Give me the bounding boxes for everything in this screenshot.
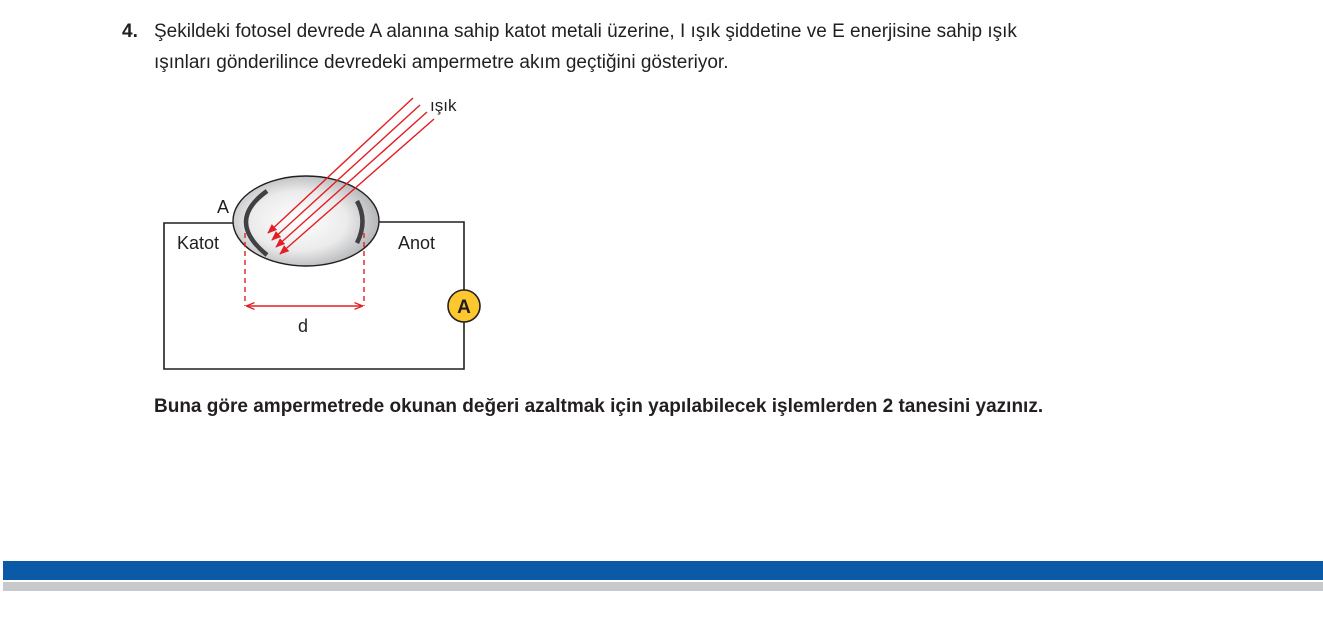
distance-label: d [298, 316, 308, 336]
question-line-1: 4. Şekildeki fotosel devrede A alanına sa… [122, 16, 1262, 47]
photocell-circuit-diagram: A ışık A Katot Anot d [163, 96, 481, 370]
footer-band-blue [3, 561, 1323, 580]
area-label: A [217, 197, 229, 217]
cathode-plate [243, 189, 269, 257]
question-line-2: ışınları gönderilince devredeki ampermet… [154, 52, 729, 73]
anode-label: Anot [398, 233, 435, 253]
light-ray [275, 111, 428, 248]
question-text: 4. Şekildeki fotosel devrede A alanına sa… [122, 16, 1262, 78]
question-number: 4. [122, 21, 138, 42]
footer-band-grey [3, 582, 1323, 591]
light-rays [267, 97, 435, 255]
question-prompt: Buna göre ampermetrede okunan değeri aza… [154, 396, 1044, 417]
light-ray [271, 104, 421, 241]
anode-plate [354, 199, 365, 245]
light-ray [267, 97, 414, 234]
ammeter-label: A [457, 297, 471, 318]
cathode-label: Katot [177, 233, 219, 253]
circuit-wire [163, 221, 465, 370]
question-line-1-text: Şekildeki fotosel devrede A alanına sahi… [154, 21, 1017, 42]
light-label: ışık [430, 96, 457, 115]
ammeter [447, 289, 481, 323]
light-ray [279, 118, 435, 255]
